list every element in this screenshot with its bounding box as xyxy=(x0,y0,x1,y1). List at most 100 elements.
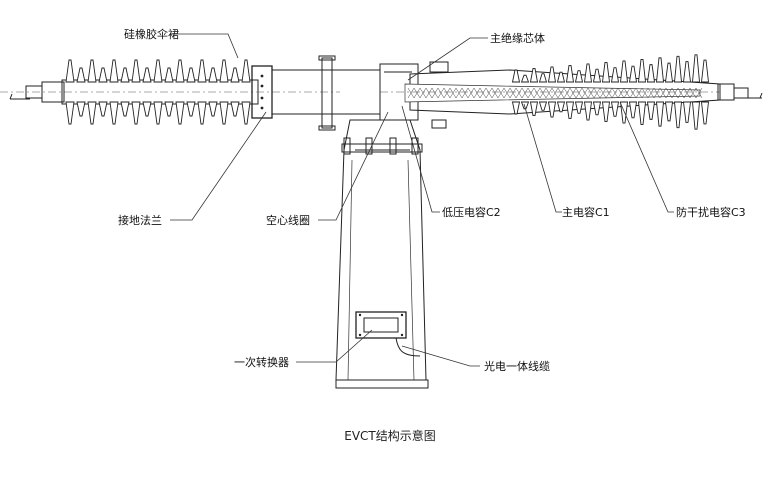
insulator-shed xyxy=(208,67,218,117)
hatch-line xyxy=(539,87,547,99)
hatch-line xyxy=(497,87,505,99)
hatch-line xyxy=(659,87,667,99)
hatch-line xyxy=(533,87,541,99)
hatch-line xyxy=(455,87,463,99)
hatch-line xyxy=(695,87,703,99)
insulator-shed xyxy=(538,73,548,111)
label-optical-cable: 光电一体线缆 xyxy=(484,359,550,373)
label-low-voltage-cap: 低压电容C2 xyxy=(442,205,501,219)
insulator-shed xyxy=(547,66,557,118)
hatch-line xyxy=(419,87,427,99)
insulator-shed xyxy=(520,74,530,110)
diagram-caption: EVCT结构示意图 xyxy=(344,428,436,443)
insulator-shed xyxy=(565,65,575,119)
hatch-line xyxy=(593,87,601,99)
hatch-line xyxy=(671,87,679,99)
insulator-shed xyxy=(197,59,207,125)
insulator-shed xyxy=(601,61,611,123)
right-end-terminal xyxy=(717,83,763,101)
label-primary-converter: 一次转换器 xyxy=(234,355,289,369)
label-main-insulation-core: 主绝缘芯体 xyxy=(490,31,545,45)
hatch-line xyxy=(491,87,499,99)
hatch-line xyxy=(635,87,643,99)
hatch-line xyxy=(557,87,565,99)
hatch-line xyxy=(479,87,487,99)
label-main-cap: 主电容C1 xyxy=(562,205,610,219)
hatch-line xyxy=(461,87,469,99)
hatch-line xyxy=(581,87,589,99)
insulator-shed xyxy=(142,67,152,117)
hatch-line xyxy=(605,87,613,99)
insulator-shed xyxy=(556,71,566,113)
hatch-line xyxy=(641,87,649,99)
label-grounding-flange: 接地法兰 xyxy=(118,213,162,227)
insulator-shed xyxy=(628,65,638,119)
hatch-line xyxy=(587,87,595,99)
hatch-line xyxy=(647,87,655,99)
hatch-line xyxy=(569,87,577,99)
insulator-shed xyxy=(87,59,97,125)
support-column xyxy=(335,119,429,389)
insulator-shed xyxy=(186,67,196,117)
insulator-shed xyxy=(637,58,647,126)
hatch-line xyxy=(611,87,619,99)
right-shed-group xyxy=(511,54,710,130)
label-silicone-sheds: 硅橡胶伞裙 xyxy=(124,27,179,41)
hatch-line xyxy=(485,87,493,99)
hatch-line xyxy=(551,87,559,99)
insulator-shed xyxy=(230,67,240,117)
hatch-line xyxy=(473,87,481,99)
hatch-line xyxy=(617,87,625,99)
hatch-line xyxy=(653,87,661,99)
primary-converter-box xyxy=(355,311,421,357)
hatch-line xyxy=(509,87,517,99)
hatch-line xyxy=(437,87,445,99)
hatch-line xyxy=(629,87,637,99)
label-air-core-coil: 空心线圈 xyxy=(266,213,310,227)
insulator-shed xyxy=(175,59,185,125)
left-insulator xyxy=(0,59,340,125)
insulator-shed xyxy=(700,59,710,125)
hatch-line xyxy=(599,87,607,99)
hatch-line xyxy=(683,87,691,99)
insulator-shed xyxy=(131,59,141,125)
insulator-shed xyxy=(219,59,229,125)
insulator-shed xyxy=(65,59,75,125)
insulator-shed xyxy=(76,67,86,117)
insulator-shed xyxy=(153,59,163,125)
insulator-shed xyxy=(656,57,664,127)
insulator-shed xyxy=(164,67,174,117)
capacitor-hatch xyxy=(407,87,703,99)
hatch-line xyxy=(467,87,475,99)
insulator-shed xyxy=(98,67,108,117)
hatch-line xyxy=(575,87,583,99)
insulator-shed xyxy=(583,63,593,121)
hatch-line xyxy=(527,87,535,99)
insulator-shed xyxy=(574,70,584,114)
insulator-shed xyxy=(592,68,602,116)
insulator-shed xyxy=(692,54,700,130)
hatch-line xyxy=(521,87,529,99)
hatch-line xyxy=(449,87,457,99)
hatch-line xyxy=(425,87,433,99)
hatch-line xyxy=(623,87,631,99)
hatch-line xyxy=(407,87,415,99)
central-housing xyxy=(271,55,419,131)
insulator-shed xyxy=(664,62,674,122)
insulator-shed xyxy=(109,59,119,125)
insulator-shed xyxy=(241,59,251,125)
insulator-shed xyxy=(511,69,521,115)
hatch-line xyxy=(677,87,685,99)
insulator-shed xyxy=(646,64,656,120)
insulator-shed xyxy=(674,55,682,129)
hatch-line xyxy=(413,87,421,99)
hatch-line xyxy=(665,87,673,99)
insulator-shed xyxy=(682,61,692,123)
leader-lines xyxy=(170,33,674,367)
hatch-line xyxy=(515,87,523,99)
hatch-line xyxy=(431,87,439,99)
left-shed-group xyxy=(65,59,251,125)
insulator-shed xyxy=(120,67,130,117)
hatch-line xyxy=(503,87,511,99)
